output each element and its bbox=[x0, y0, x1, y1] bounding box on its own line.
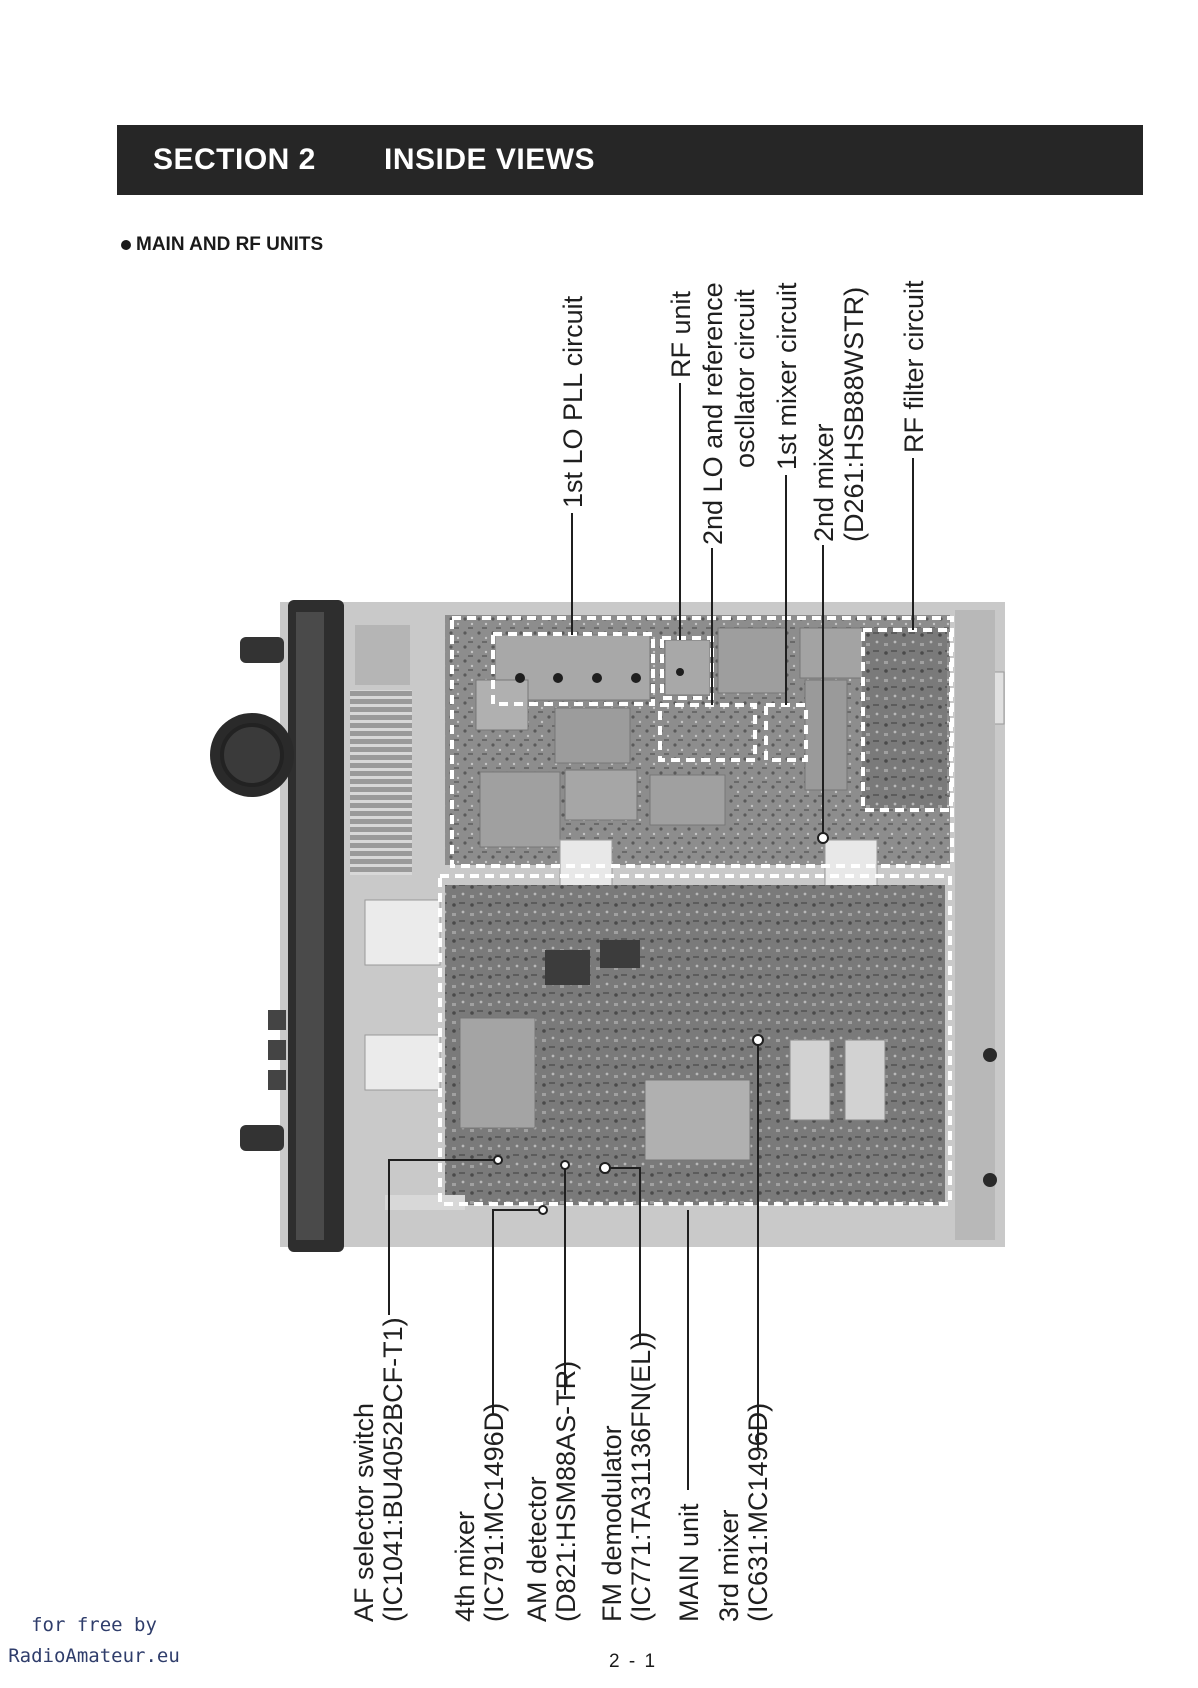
label-2nd-lo-line1: 2nd LO and reference bbox=[698, 282, 728, 545]
label-rf-filter: RF filter circuit bbox=[899, 280, 929, 453]
credit-line-2: RadioAmateur.eu bbox=[8, 1645, 180, 1667]
label-3rd-mixer-line1: 3rd mixer bbox=[714, 1509, 744, 1622]
page-number: 2 - 1 bbox=[609, 1651, 658, 1672]
label-2nd-mixer-line2: (D261:HSB88WSTR) bbox=[839, 287, 869, 542]
label-fm-demod-line1: FM demodulator bbox=[597, 1425, 627, 1622]
subheading-text: MAIN AND RF UNITS bbox=[136, 234, 324, 255]
label-am-detector-line2: (D821:HSM88AS-TR) bbox=[551, 1361, 581, 1622]
top-leaders bbox=[571, 383, 914, 835]
label-4th-mixer-line1: 4th mixer bbox=[450, 1511, 480, 1622]
subheading: MAIN AND RF UNITS bbox=[121, 234, 323, 256]
section-number: SECTION 2 bbox=[153, 143, 316, 176]
label-3rd-mixer-line2: (IC631:MC1496D) bbox=[743, 1403, 773, 1622]
label-1st-lo-pll: 1st LO PLL circuit bbox=[558, 295, 588, 508]
radio-photo bbox=[210, 600, 1005, 1252]
label-main-unit: MAIN unit bbox=[674, 1503, 704, 1622]
footer-credit: for free by RadioAmateur.eu bbox=[4, 1610, 184, 1672]
top-leader-dots bbox=[817, 832, 829, 844]
label-2nd-lo-line2: oscllator circuit bbox=[730, 289, 760, 468]
label-fm-demod-line2: (IC771:TA31136FN(EL)) bbox=[626, 1332, 656, 1622]
label-af-selector-line2: (IC1041:BU4052BCF-T1) bbox=[378, 1317, 408, 1622]
section-title: INSIDE VIEWS bbox=[384, 143, 596, 176]
label-2nd-mixer-line1: 2nd mixer bbox=[809, 423, 839, 542]
label-1st-mixer: 1st mixer circuit bbox=[772, 282, 802, 470]
label-4th-mixer-line2: (IC791:MC1496D) bbox=[479, 1403, 509, 1622]
bottom-leader-dots bbox=[493, 1034, 764, 1215]
section-banner: SECTION 2 INSIDE VIEWS bbox=[117, 125, 1143, 195]
label-af-selector-line1: AF selector switch bbox=[349, 1403, 379, 1622]
credit-line-1: for free by bbox=[31, 1614, 157, 1636]
label-rf-unit: RF unit bbox=[666, 290, 696, 378]
bottom-leaders bbox=[388, 1040, 759, 1490]
label-am-detector-line1: AM detector bbox=[522, 1476, 552, 1622]
bullet-icon bbox=[121, 240, 131, 250]
